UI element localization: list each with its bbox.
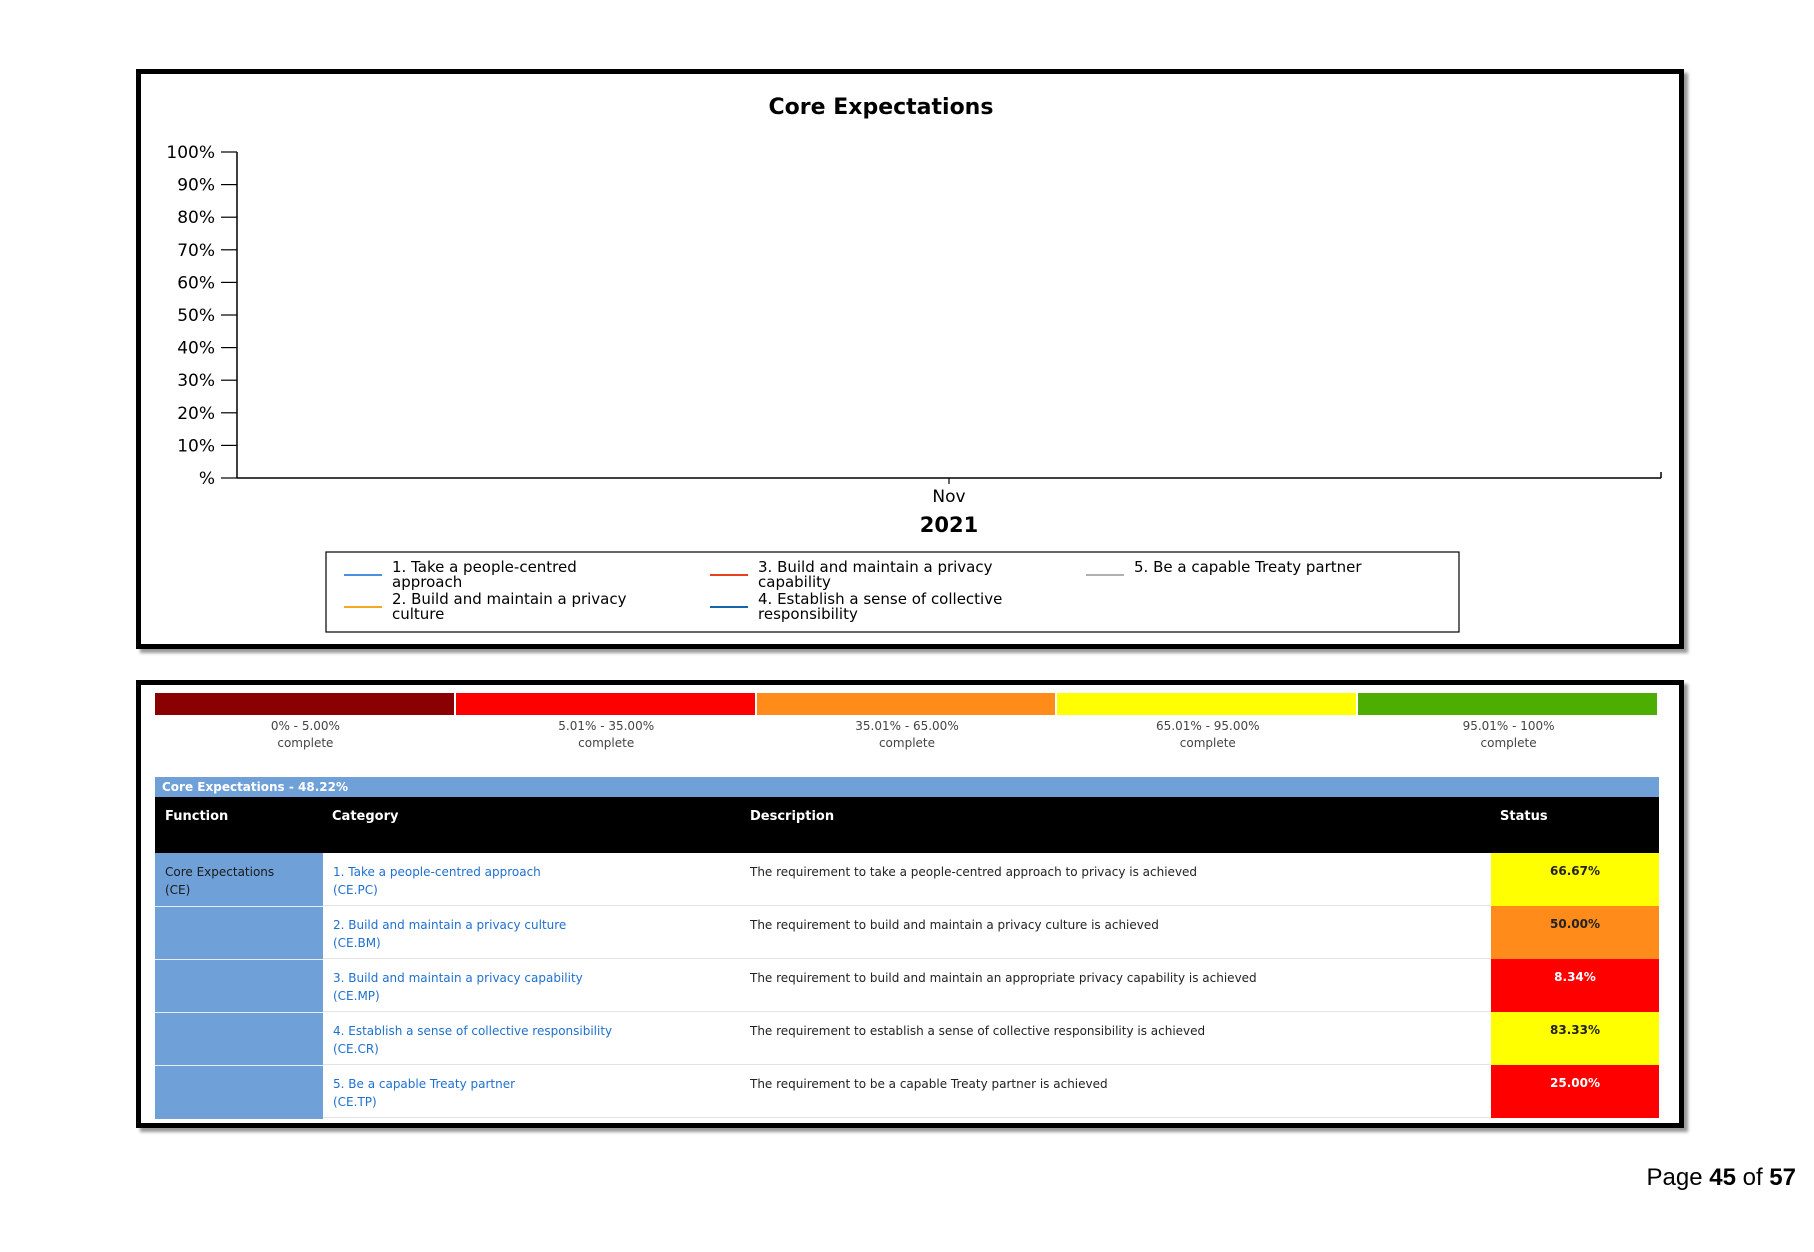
scale-segment: 65.01% - 95.00% complete bbox=[1057, 693, 1359, 763]
row-description: The requirement to build and maintain a … bbox=[750, 918, 1159, 932]
header-description[interactable]: Description bbox=[750, 809, 835, 824]
category-code[interactable]: (CE.MP) bbox=[333, 989, 380, 1003]
scale-sub-label: complete bbox=[878, 736, 936, 750]
completion-scale-legend: 0% - 5.00% complete 5.01% - 35.00% complete… bbox=[155, 693, 1659, 763]
scale-range-label: 95.01% - 100% bbox=[1462, 719, 1555, 733]
chart-title: Core Expectations bbox=[769, 95, 994, 120]
page-number: Page 45 of 57 bbox=[1647, 1164, 1797, 1192]
status-cell: 50.00% bbox=[1491, 906, 1659, 959]
status-cell: 8.34% bbox=[1491, 959, 1659, 1012]
scale-color-bar bbox=[455, 693, 757, 715]
function-divider bbox=[155, 1012, 323, 1013]
function-divider bbox=[155, 1065, 323, 1066]
function-divider bbox=[155, 906, 323, 907]
table-row: 5. Be a capable Treaty partner (CE.TP) The… bbox=[323, 1065, 1659, 1118]
function-divider bbox=[155, 959, 323, 960]
category-link[interactable]: 5. Be a capable Treaty partner (CE.TP) bbox=[333, 1075, 713, 1111]
legend-label: approach bbox=[392, 573, 462, 591]
category-link[interactable]: 3. Build and maintain a privacy capabili… bbox=[333, 969, 713, 1005]
scale-segment: 35.01% - 65.00% complete bbox=[756, 693, 1058, 763]
scale-range-label: 65.01% - 95.00% bbox=[1156, 719, 1260, 733]
category-link[interactable]: 1. Take a people-centred approach (CE.PC) bbox=[333, 863, 713, 899]
y-tick-label: 90% bbox=[177, 176, 215, 196]
y-tick-label: 30% bbox=[177, 371, 215, 391]
function-label: Core Expectations (CE) bbox=[165, 863, 315, 899]
scale-range-label: 0% - 5.00% bbox=[270, 719, 340, 733]
legend-label: 2. Build and maintain a privacy bbox=[392, 590, 627, 608]
y-tick-label: 20% bbox=[177, 404, 215, 424]
scale-color-bar bbox=[756, 693, 1058, 715]
table-row: 3. Build and maintain a privacy capabili… bbox=[323, 959, 1659, 1012]
category-code[interactable]: (CE.CR) bbox=[333, 1042, 379, 1056]
scale-sub-label: complete bbox=[277, 736, 334, 750]
legend-label: 3. Build and maintain a privacy bbox=[758, 558, 993, 576]
y-tick-label: 40% bbox=[177, 339, 215, 359]
function-column: Core Expectations (CE) bbox=[155, 853, 323, 1119]
status-cell: 83.33% bbox=[1491, 1012, 1659, 1065]
row-description: The requirement to establish a sense of … bbox=[750, 1024, 1206, 1038]
scale-sub-label: complete bbox=[1480, 736, 1537, 750]
category-name[interactable]: 3. Build and maintain a privacy capabili… bbox=[333, 971, 583, 985]
page-prefix: Page bbox=[1646, 1164, 1703, 1191]
category-link[interactable]: 4. Establish a sense of collective respo… bbox=[333, 1022, 713, 1058]
y-tick-label: 10% bbox=[177, 436, 215, 456]
scale-color-bar bbox=[1358, 693, 1659, 715]
header-category[interactable]: Category bbox=[332, 809, 399, 824]
y-tick-label: 60% bbox=[177, 273, 215, 293]
scale-segment: 0% - 5.00% complete bbox=[155, 693, 456, 763]
y-tick-label: 50% bbox=[177, 306, 215, 326]
status-cell: 25.00% bbox=[1491, 1065, 1659, 1118]
function-name: Core Expectations bbox=[165, 865, 275, 879]
category-name[interactable]: 5. Be a capable Treaty partner bbox=[333, 1077, 516, 1091]
chart-panel: Core Expectations 100% 90% 80% 70% 60% 50% 40% 3… bbox=[136, 69, 1684, 649]
table-row: 2. Build and maintain a privacy culture (… bbox=[323, 906, 1659, 959]
core-expectations-chart: Core Expectations 100% 90% 80% 70% 60% 50% 40% 3… bbox=[166, 95, 1662, 633]
scale-range-label: 5.01% - 35.00% bbox=[558, 719, 655, 733]
scale-sub-label: complete bbox=[578, 736, 635, 750]
scale-segment: 5.01% - 35.00% complete bbox=[455, 693, 757, 763]
y-tick-label: 70% bbox=[177, 241, 215, 261]
y-tick-label: % bbox=[199, 469, 215, 489]
table-row: 4. Establish a sense of collective respo… bbox=[323, 1012, 1659, 1065]
scale-sub-label: complete bbox=[1179, 736, 1236, 750]
y-tick-label: 100% bbox=[166, 143, 215, 163]
category-name[interactable]: 4. Establish a sense of collective respo… bbox=[333, 1024, 613, 1038]
legend-label: 1. Take a people-centred bbox=[392, 558, 577, 576]
function-code: (CE) bbox=[165, 883, 191, 897]
page-of: of bbox=[1742, 1164, 1763, 1191]
scale-segment: 95.01% - 100% complete bbox=[1358, 693, 1659, 763]
chart-legend bbox=[325, 551, 1460, 633]
category-code[interactable]: (CE.PC) bbox=[333, 883, 378, 897]
category-code[interactable]: (CE.BM) bbox=[333, 936, 381, 950]
page-current: 45 bbox=[1709, 1164, 1736, 1191]
summary-bar: Core Expectations - 48.22% bbox=[155, 777, 1659, 797]
page-total: 57 bbox=[1769, 1164, 1796, 1191]
y-tick-label: 80% bbox=[177, 208, 215, 228]
row-description: The requirement to be a capable Treaty p… bbox=[750, 1077, 1108, 1091]
category-code[interactable]: (CE.TP) bbox=[333, 1095, 377, 1109]
status-cell: 66.67% bbox=[1491, 853, 1659, 906]
status-table-panel: 0% - 5.00% complete 5.01% - 35.00% complete… bbox=[136, 680, 1684, 1128]
scale-range-label: 35.01% - 65.00% bbox=[855, 719, 959, 733]
category-link[interactable]: 2. Build and maintain a privacy culture (… bbox=[333, 916, 713, 952]
legend-label: capability bbox=[758, 573, 831, 591]
category-name[interactable]: 1. Take a people-centred approach bbox=[333, 865, 541, 879]
legend-label: 4. Establish a sense of collective bbox=[758, 590, 1002, 608]
legend-label: responsibility bbox=[758, 605, 858, 623]
legend-label: 5. Be a capable Treaty partner bbox=[1134, 558, 1362, 576]
row-description: The requirement to build and maintain an… bbox=[750, 971, 1257, 985]
table-row: 1. Take a people-centred approach (CE.PC)… bbox=[323, 853, 1659, 906]
category-name[interactable]: 2. Build and maintain a privacy culture bbox=[333, 918, 567, 932]
legend-label: culture bbox=[392, 605, 444, 623]
header-status[interactable]: Status bbox=[1500, 809, 1548, 824]
x-group-label: 2021 bbox=[920, 513, 978, 537]
scale-color-bar bbox=[155, 693, 456, 715]
header-function: Function bbox=[165, 809, 229, 824]
x-tick-label: Nov bbox=[932, 487, 965, 507]
row-description: The requirement to take a people-centred… bbox=[750, 865, 1198, 879]
table-header-row: Function Category Description Status bbox=[155, 797, 1659, 853]
scale-color-bar bbox=[1057, 693, 1359, 715]
